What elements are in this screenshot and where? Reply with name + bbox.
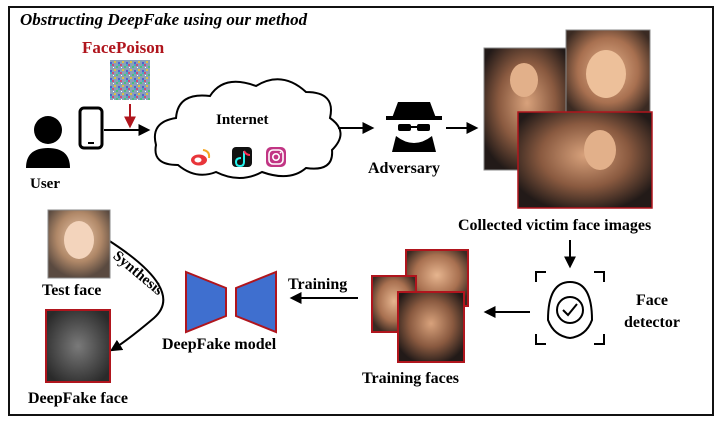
phone-icon	[78, 106, 104, 150]
deepfake-face-label: DeepFake face	[28, 390, 128, 407]
training-faces-label: Training faces	[362, 370, 460, 387]
facepoison-label: FacePoison	[82, 38, 165, 57]
training-faces	[371, 249, 469, 363]
test-face-label: Test face	[42, 282, 102, 299]
collected-photos	[483, 29, 653, 209]
training-label: Training	[288, 276, 348, 293]
adversary-label: Adversary	[368, 160, 440, 177]
internet-label: Internet	[216, 112, 269, 128]
deepfake-face-photo	[45, 309, 111, 383]
deepfake-decoder-icon	[235, 270, 277, 334]
diagram-title: Obstructing DeepFake using our method	[20, 10, 308, 29]
collected-label: Collected victim face images	[458, 217, 652, 234]
noise-patch-icon	[110, 60, 150, 100]
user-icon	[26, 116, 70, 168]
adversary-icon	[386, 102, 442, 152]
tiktok-icon	[232, 147, 252, 168]
weibo-icon	[190, 147, 211, 167]
face-detector-icon	[535, 271, 605, 345]
user-label: User	[30, 176, 60, 192]
instagram-icon	[266, 147, 286, 167]
face-detector-label-2: detector	[624, 314, 680, 331]
face-detector-label-1: Face	[636, 292, 668, 309]
deepfake-model-label: DeepFake model	[162, 336, 277, 353]
deepfake-encoder-icon	[185, 270, 227, 334]
diagram-frame	[8, 6, 714, 416]
